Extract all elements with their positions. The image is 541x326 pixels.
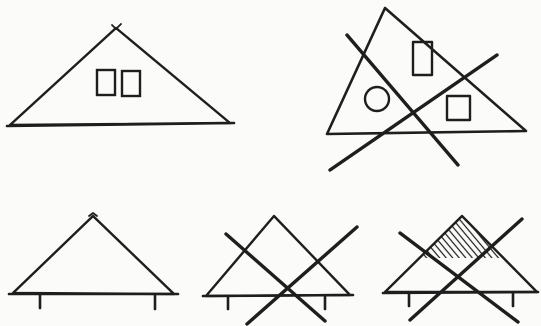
roof-apex-mark <box>112 24 121 29</box>
figure-gable-roof-with-windows <box>7 24 234 126</box>
cross-line-1 <box>226 234 325 321</box>
roof-triangle <box>206 216 350 296</box>
outline-triangle <box>327 8 526 134</box>
cross-line-2 <box>247 227 357 324</box>
figure-roof-on-posts <box>9 213 178 309</box>
roof-base-line <box>383 292 538 293</box>
roof-triangle <box>13 216 174 294</box>
roof-triangle <box>10 28 230 125</box>
figure-roof-diagonal-hatch-crossed <box>383 216 538 322</box>
inner-circle <box>365 87 389 111</box>
roof-triangle-crosshatch <box>420 216 505 258</box>
window-left <box>97 70 115 95</box>
inner-square <box>447 96 470 120</box>
window-right <box>122 71 140 96</box>
roof-base-line <box>7 123 234 126</box>
figure-roof-horizontal-hatch-crossed <box>203 216 357 324</box>
figure-triangle-with-shapes-crossed <box>327 8 526 170</box>
